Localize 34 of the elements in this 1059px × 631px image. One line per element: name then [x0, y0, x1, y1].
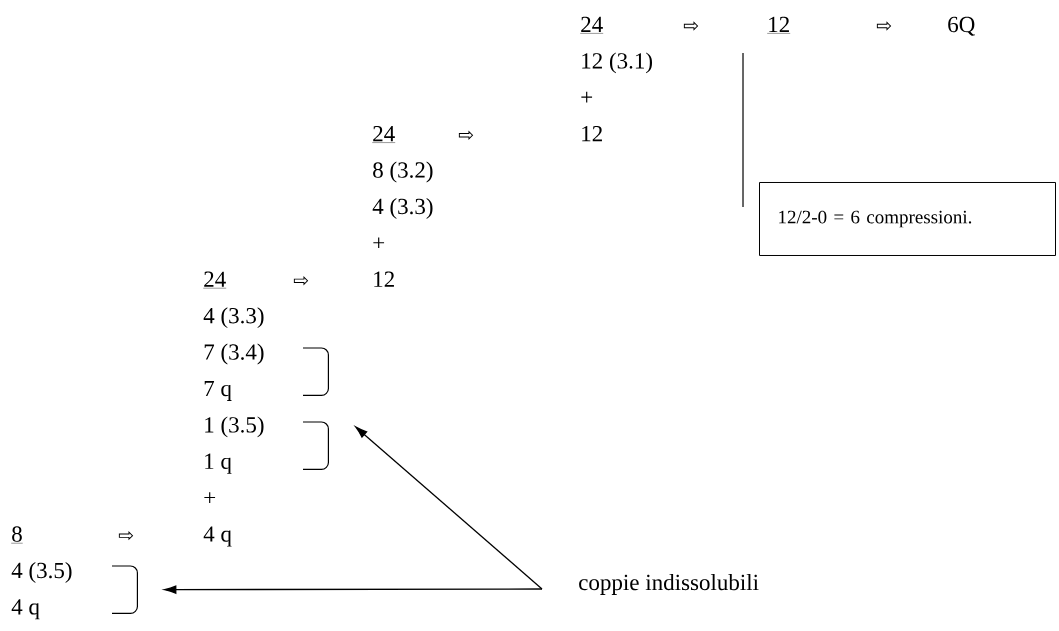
arrow-symbol: ⇨ [876, 21, 892, 31]
number: 24 [580, 16, 604, 34]
term: 12 [374, 271, 394, 287]
arrow [164, 585, 543, 594]
term: 8 (3.2) [373, 161, 433, 183]
number: 12 [767, 16, 791, 34]
term: + [204, 492, 216, 503]
number: 24 [203, 271, 227, 289]
bracket [302, 421, 329, 470]
term: 4 (3.3) [372, 198, 433, 219]
bracket [111, 565, 138, 614]
term: 7 (3.4) [204, 343, 264, 365]
arrow-symbol: ⇨ [118, 530, 134, 541]
note-box: 12/2-0 = 6 compressioni. [759, 182, 1056, 256]
term: 4 q [11, 599, 40, 620]
bracket [302, 347, 329, 396]
number: 8 [11, 526, 23, 544]
term: 12 [582, 125, 602, 142]
term: 1 (3.5) [205, 416, 264, 438]
arrow [355, 426, 543, 590]
term: 4 (3.3) [203, 307, 264, 329]
term: 4 q [203, 526, 232, 547]
arrow-symbol: ⇨ [683, 21, 699, 31]
term: 4 (3.5) [11, 562, 72, 583]
number: 24 [372, 125, 396, 143]
term: 1 q [205, 453, 232, 474]
term: 12 (3.1) [582, 52, 652, 74]
note-text: coppie indissolubili [579, 574, 759, 595]
term: + [581, 91, 593, 103]
arrow-symbol: ⇨ [293, 276, 309, 286]
arrow-symbol: ⇨ [458, 130, 474, 140]
term: + [373, 237, 385, 249]
term: 7 q [204, 380, 232, 401]
term: 6Q [948, 16, 975, 36]
